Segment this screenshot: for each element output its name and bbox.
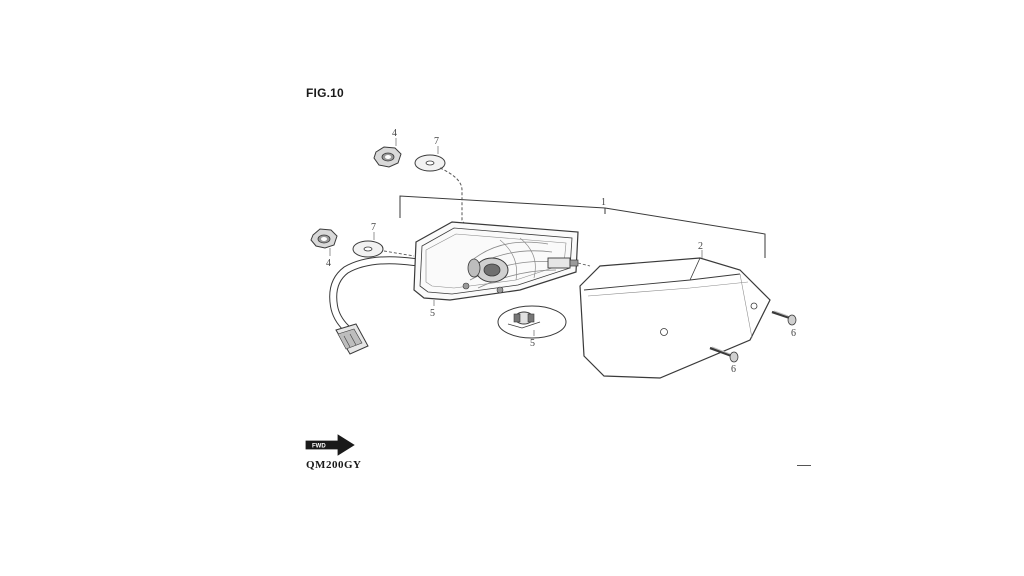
figure-title: FIG.10 xyxy=(306,86,344,100)
model-code: QM200GY xyxy=(306,459,362,471)
page-end-mark xyxy=(797,465,811,466)
callout-bulb: 5 xyxy=(530,338,535,349)
screw-upper xyxy=(771,310,797,326)
callout-assembly: 1 xyxy=(601,197,606,208)
callout-screw-lower: 6 xyxy=(731,364,736,375)
screw-lower xyxy=(709,346,739,363)
callout-nut-top: 4 xyxy=(392,128,397,139)
left-washer xyxy=(352,240,384,258)
callout-lens-unit: 5 xyxy=(430,308,435,319)
callout-nut-left: 4 xyxy=(326,258,331,269)
wire-connector xyxy=(335,323,369,355)
bulb-detail xyxy=(497,305,567,339)
callout-washer-top: 7 xyxy=(434,136,439,147)
left-nut xyxy=(310,228,338,249)
wiring-harness xyxy=(329,256,418,332)
headlight-cover xyxy=(579,257,771,379)
lens-housing xyxy=(413,221,591,301)
forward-arrow-icon: FWD xyxy=(305,434,355,456)
top-nut xyxy=(373,146,402,168)
assembly-path-left xyxy=(383,250,415,257)
callout-washer-left: 7 xyxy=(371,222,376,233)
callout-screw-upper: 6 xyxy=(791,328,796,339)
assembly-path-top xyxy=(439,167,471,233)
forward-arrow-label: FWD xyxy=(312,444,326,450)
callout-cover: 2 xyxy=(698,241,703,252)
assembly-bracket xyxy=(399,195,766,258)
top-washer xyxy=(414,154,446,172)
